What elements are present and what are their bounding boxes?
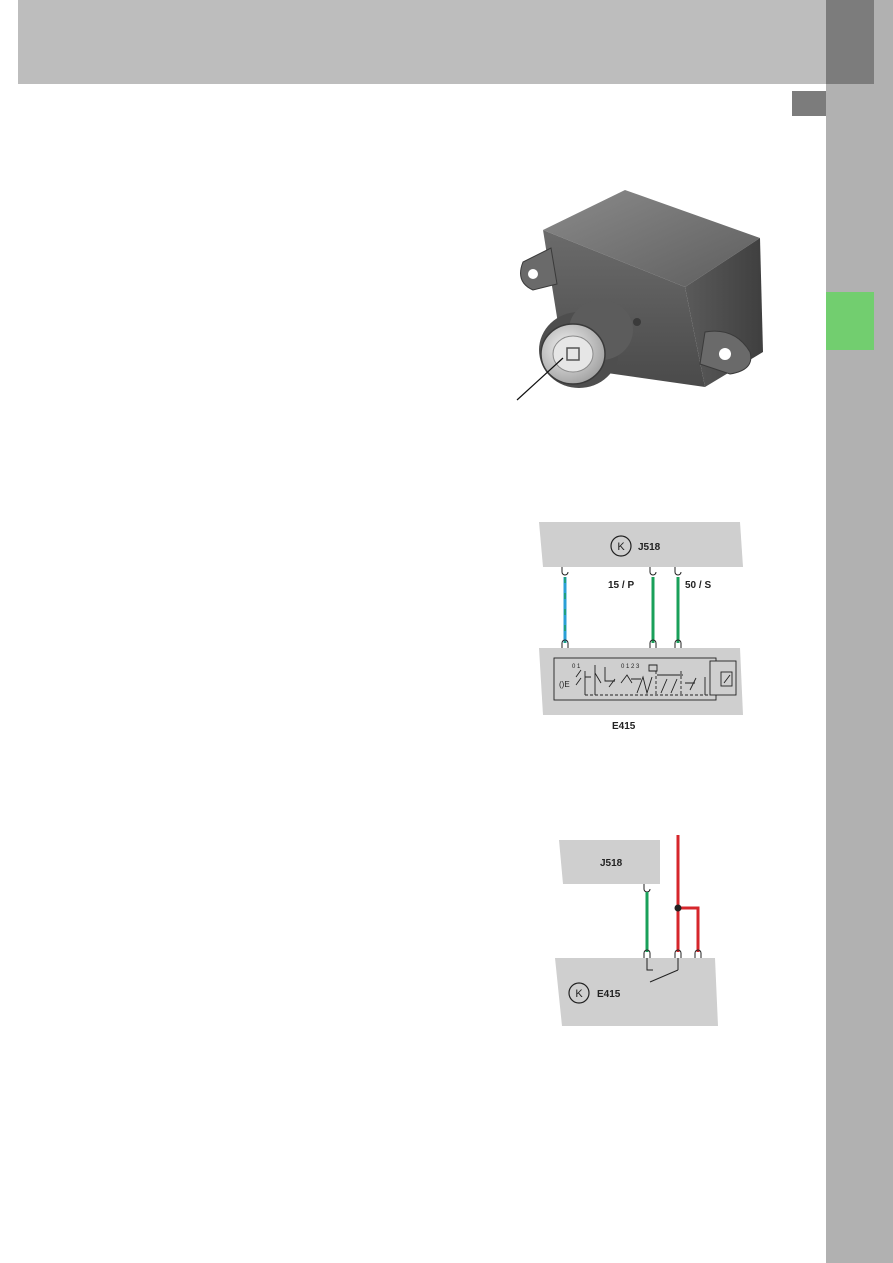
switch-contacts bbox=[575, 664, 710, 696]
key-symbol: ()E bbox=[559, 680, 570, 689]
k-symbol-icon-2 bbox=[568, 982, 590, 1004]
right-rail bbox=[826, 0, 893, 1263]
j518-label: J518 bbox=[638, 542, 661, 553]
rail-tab-dark bbox=[826, 0, 874, 84]
positions-left: 0 1 bbox=[572, 664, 581, 670]
e415-label-2: E415 bbox=[597, 989, 621, 1000]
section-tab[interactable] bbox=[826, 292, 874, 350]
j518-module-2 bbox=[559, 840, 660, 884]
positions-right: 0 1 2 3 bbox=[621, 664, 640, 670]
circuit-diagram-1: K J518 15 / P 50 / S ()E 0 1 0 1 2 3 E41… bbox=[539, 522, 743, 732]
k-symbol-letter-2: K bbox=[575, 988, 583, 1000]
terminal-50-label: 50 / S bbox=[685, 580, 711, 591]
j518-module bbox=[539, 522, 743, 567]
wire-red bbox=[676, 835, 700, 952]
terminal-15-label: 15 / P bbox=[608, 580, 634, 591]
header-band bbox=[18, 0, 826, 84]
k-symbol-icon bbox=[610, 535, 632, 557]
e415-label: E415 bbox=[612, 721, 636, 732]
ignition-switch-illustration bbox=[516, 190, 763, 401]
k-symbol-letter: K bbox=[617, 541, 625, 553]
circuit-diagram-2: J518 K E415 bbox=[555, 835, 718, 1026]
corner-marker bbox=[792, 91, 826, 116]
e415-module-2 bbox=[555, 958, 718, 1026]
j518-label-2: J518 bbox=[600, 858, 623, 869]
switch-contact-2 bbox=[646, 958, 679, 983]
